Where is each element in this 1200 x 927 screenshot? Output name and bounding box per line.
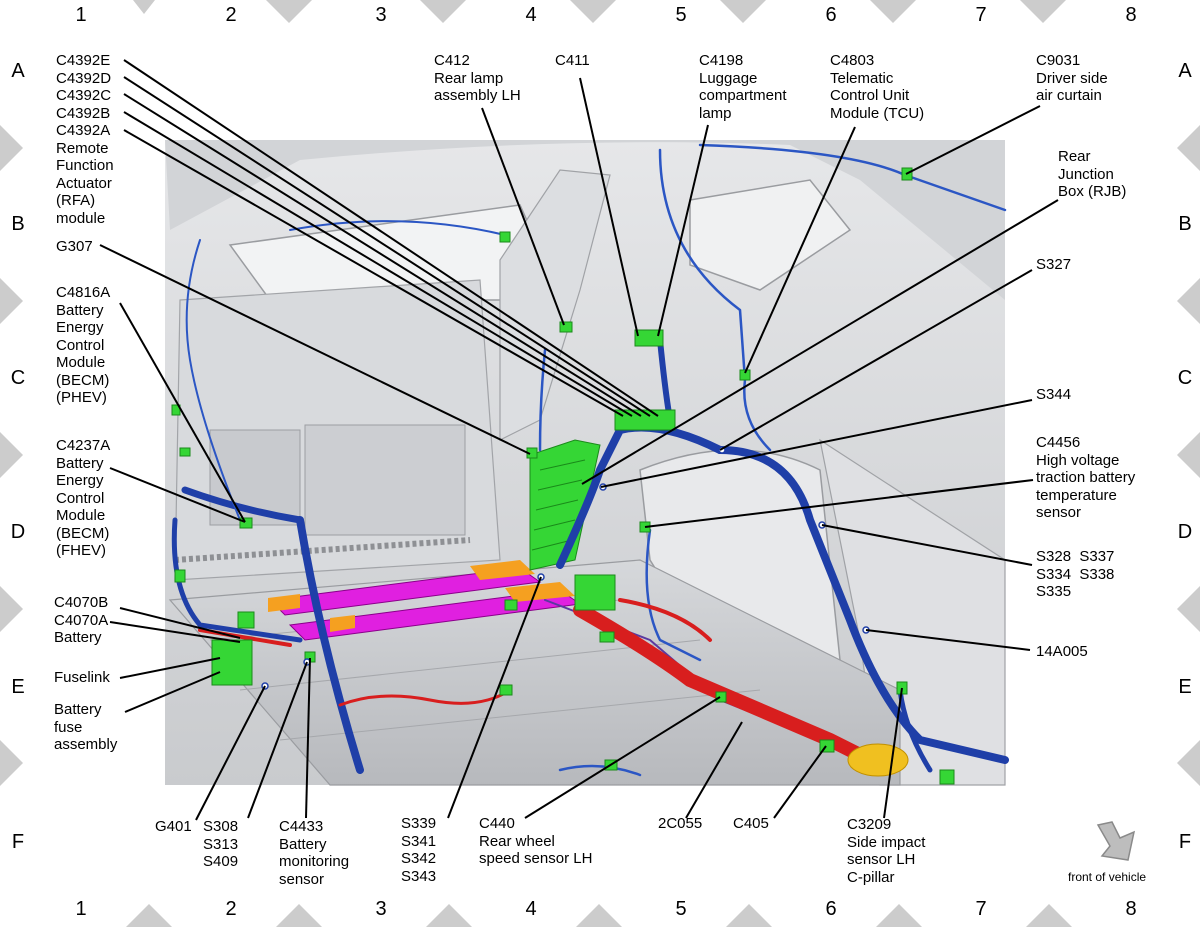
col-6-bottom: 6 — [825, 898, 837, 920]
col-4-bottom: 4 — [525, 898, 537, 920]
row-c-right: C — [1177, 367, 1193, 389]
callout-c4392-rfa: C4392E C4392D C4392C C4392B C4392A Remot… — [56, 52, 114, 227]
callout-battery-fuse-assembly: Battery fuse assembly — [54, 701, 118, 753]
col-7: 7 — [975, 4, 987, 26]
col-1-bottom: 1 — [75, 898, 87, 920]
col-5: 5 — [675, 4, 687, 26]
row-d: D — [10, 521, 26, 543]
callout-c4433: C4433 Battery monitoring sensor — [279, 818, 350, 888]
callout-c4198: C4198 Luggage compartment lamp — [699, 52, 787, 122]
callout-c4237a: C4237A Battery Energy Control Module (BE… — [56, 437, 111, 559]
callout-s344: S344 — [1036, 386, 1072, 403]
front-of-vehicle-label: front of vehicle — [1068, 870, 1147, 884]
callout-s327: S327 — [1036, 256, 1072, 273]
callout-c4456: C4456 High voltage traction battery temp… — [1036, 434, 1136, 521]
callout-c3209: C3209 Side impact sensor LH C-pillar — [847, 816, 926, 886]
row-e: E — [11, 676, 25, 698]
callout-c4803: C4803 Telematic Control Unit Module (TCU… — [830, 52, 925, 122]
col-3-bottom: 3 — [375, 898, 387, 920]
col-7-bottom: 7 — [975, 898, 987, 920]
col-2: 2 — [225, 4, 237, 26]
callout-rjb: Rear Junction Box (RJB) — [1058, 148, 1127, 200]
row-c: C — [10, 367, 26, 389]
row-d-right: D — [1177, 521, 1193, 543]
col-1: 1 — [75, 4, 87, 26]
col-6: 6 — [825, 4, 837, 26]
row-b: B — [11, 213, 25, 235]
callout-s328-group: S328 S337 S334 S338 S335 — [1036, 548, 1115, 600]
callout-s308-group: S308 S313 S409 — [203, 818, 239, 870]
row-f-right: F — [1178, 831, 1192, 853]
col-8: 8 — [1125, 4, 1137, 26]
connectors — [171, 167, 955, 785]
callout-fuselink: Fuselink — [54, 669, 110, 686]
row-e-right: E — [1178, 676, 1192, 698]
callout-c440: C440 Rear wheel speed sensor LH — [479, 815, 593, 867]
row-a: A — [11, 60, 25, 82]
leader-lines — [99, 59, 1059, 821]
callout-14a005: 14A005 — [1036, 643, 1088, 660]
callout-c4816a: C4816A Battery Energy Control Module (BE… — [56, 284, 111, 406]
col-8-bottom: 8 — [1125, 898, 1137, 920]
col-3: 3 — [375, 4, 387, 26]
row-b-right: B — [1178, 213, 1192, 235]
row-f: F — [11, 831, 25, 853]
callout-c9031: C9031 Driver side air curtain — [1036, 52, 1108, 104]
callout-c405: C405 — [733, 815, 769, 832]
row-a-right: A — [1178, 60, 1192, 82]
col-2-bottom: 2 — [225, 898, 237, 920]
callout-s339-group: S339 S341 S342 S343 — [401, 815, 437, 885]
col-4: 4 — [525, 4, 537, 26]
callout-c412: C412 Rear lamp assembly LH — [434, 52, 521, 104]
callout-g307: G307 — [56, 238, 93, 255]
front-arrow-icon — [1096, 821, 1136, 861]
col-5-bottom: 5 — [675, 898, 687, 920]
vehicle-body — [165, 140, 1006, 786]
callout-2c055: 2C055 — [658, 815, 703, 832]
callout-c4070: C4070B C4070A Battery — [54, 594, 109, 646]
callout-c411: C411 — [555, 52, 590, 69]
callout-g401: G401 — [155, 818, 192, 835]
